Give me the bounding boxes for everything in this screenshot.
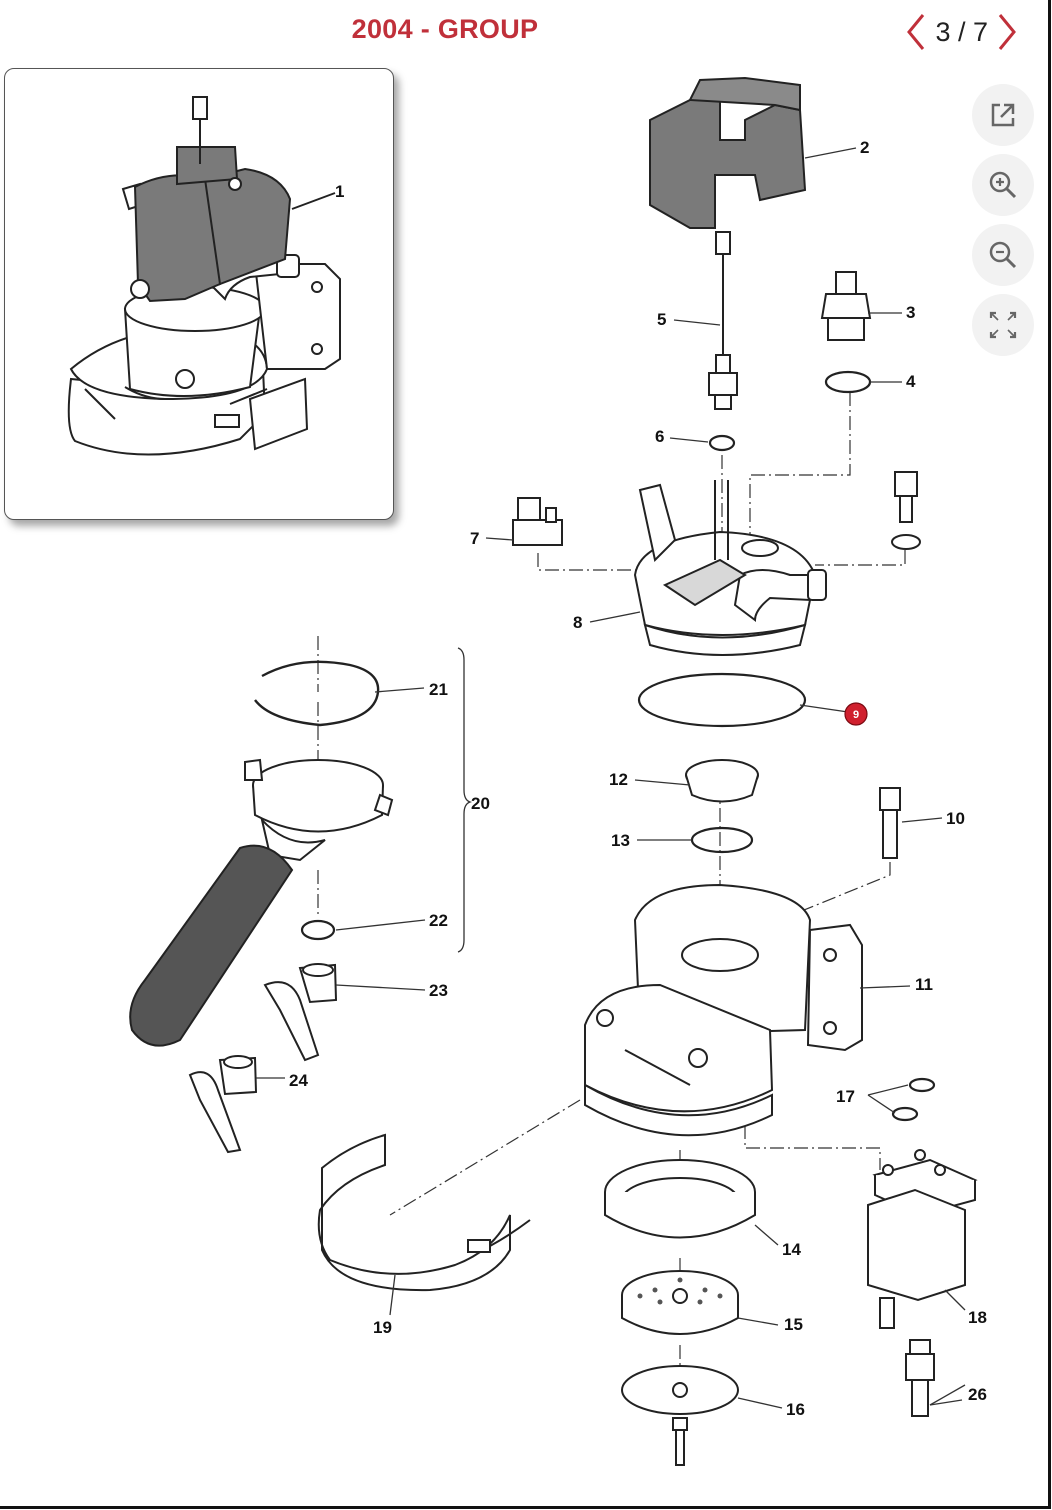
zoom-in-button[interactable] <box>972 154 1034 216</box>
zoom-in-icon <box>989 171 1017 199</box>
zoom-out-icon <box>989 241 1017 269</box>
chevron-right-icon[interactable] <box>996 12 1018 52</box>
pager: 3 / 7 <box>905 10 1018 54</box>
open-external-button[interactable] <box>972 84 1034 146</box>
page-indicator: 3 / 7 <box>935 16 988 47</box>
selected-part-badge[interactable]: 9 <box>844 702 868 726</box>
view-toolbar <box>972 84 1034 356</box>
selected-part-label: 9 <box>853 709 859 721</box>
thumbnail-callout-1: 1 <box>335 182 344 201</box>
zoom-out-button[interactable] <box>972 224 1034 286</box>
chevron-left-icon[interactable] <box>905 12 927 52</box>
page-title: 2004 - GROUP <box>351 14 539 44</box>
open-external-icon <box>991 103 1015 127</box>
assembly-thumbnail[interactable]: 1 <box>4 68 394 520</box>
fullscreen-button[interactable] <box>972 294 1034 356</box>
fullscreen-icon <box>989 311 1017 339</box>
assembly-drawing: 1 <box>67 96 344 456</box>
